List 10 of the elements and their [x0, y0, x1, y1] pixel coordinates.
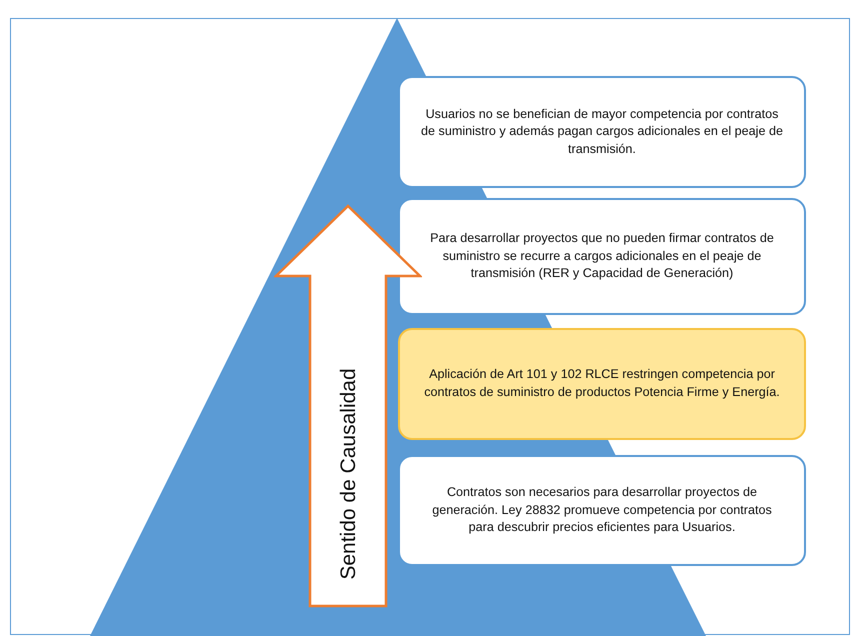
box-text: Para desarrollar proyectos que no pueden firmar contratos de suministro se recurre a cargos adicionales en el peaje de transmisión (RER y Capacidad de Generación) — [429, 230, 775, 282]
box-text: Contratos son necesarios para desarrollar proyectos de generación. Ley 28832 promueve competencia por contratos para descubrir precios eficientes para Usuarios. — [431, 484, 773, 536]
box-text: Aplicación de Art 101 y 102 RLCE restringen competencia por contratos de suministro de productos Potencia Firme y Energía. — [423, 366, 781, 401]
text-box — [398, 455, 806, 566]
text-box — [398, 198, 806, 315]
arrow-label: Sentido de Causalidad — [337, 367, 361, 582]
highlighted-text-box — [398, 328, 806, 440]
causality-arrow — [274, 204, 422, 608]
text-box — [398, 76, 806, 188]
box-text: Usuarios no se benefician de mayor competencia por contratos de suministro y además pagan cargos adicionales en el peaje de transmisión. — [420, 106, 784, 158]
